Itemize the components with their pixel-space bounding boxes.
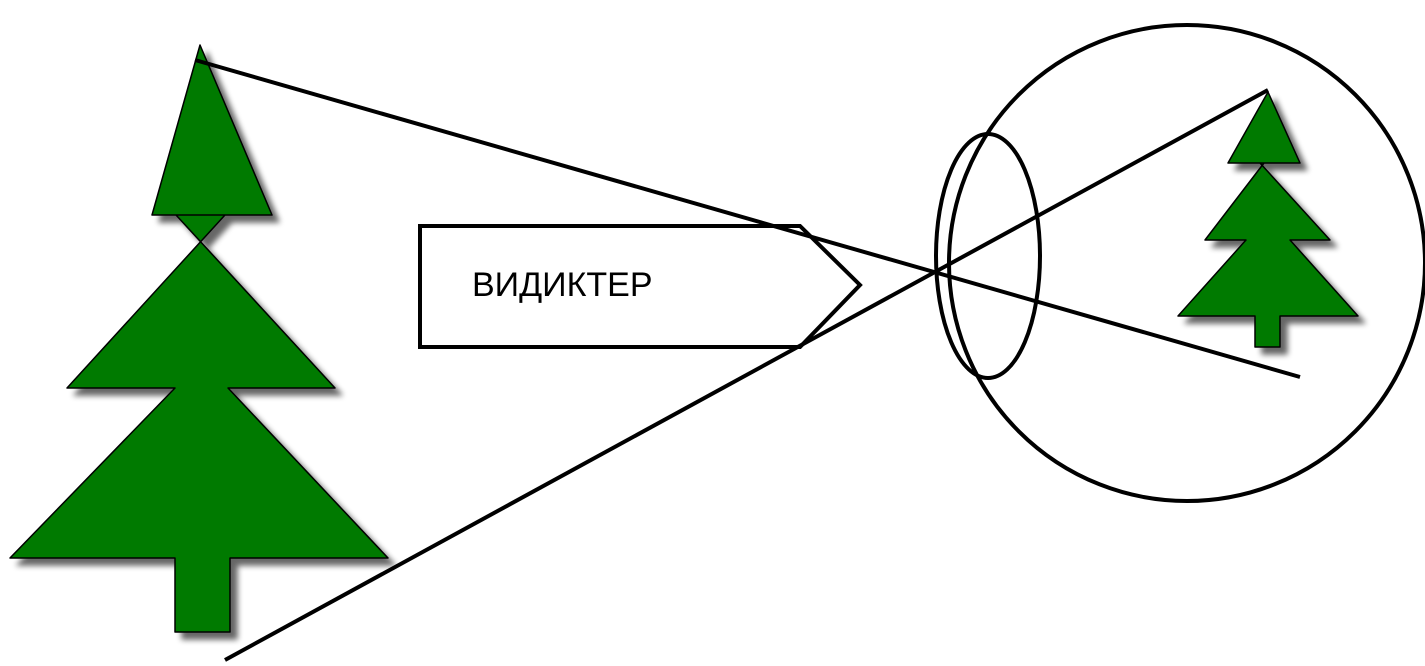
ray-bottom — [224, 88, 1269, 662]
label-callout-text: ВИДИКТЕР — [472, 266, 653, 304]
ray-top — [194, 58, 1301, 379]
object-tree — [9, 44, 389, 633]
eye-outline — [947, 23, 1425, 503]
eye-lens — [934, 132, 1042, 380]
label-callout — [418, 224, 863, 349]
retina-image-tree — [1177, 91, 1359, 348]
